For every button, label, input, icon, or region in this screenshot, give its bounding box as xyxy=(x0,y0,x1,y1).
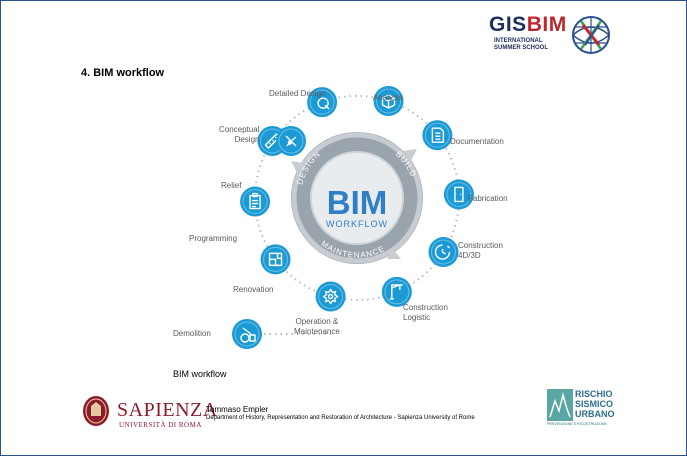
stage-node-6 xyxy=(315,281,346,312)
floorplan-icon xyxy=(268,252,283,267)
logo-brand: GISBIM xyxy=(489,13,567,37)
stage-label-renovation: Renovation xyxy=(233,285,274,294)
stage-node-2 xyxy=(422,120,453,151)
stage-label-programming: Programming xyxy=(189,234,238,243)
sapienza-seal-icon xyxy=(83,396,109,426)
stage-node-8-ring xyxy=(242,189,268,215)
cost-clock-icon xyxy=(434,244,451,260)
stage-node-demolition-ring xyxy=(234,321,260,347)
logo-line2: SUMMER SCHOOL xyxy=(494,45,548,51)
stage-node-0-ring xyxy=(309,89,335,115)
stage-label-construction-4d: Construction 4D/3D xyxy=(458,241,503,261)
stage-label-construction-logistic: Construction Logistic xyxy=(403,303,448,323)
stage-node-5 xyxy=(381,276,412,307)
crane-icon xyxy=(389,284,403,300)
author-name: Tommaso Empler xyxy=(206,405,269,414)
rischio-sismico-logo: RISCHIO SISMICO URBANO PREVENZIONE E RIC… xyxy=(547,389,615,426)
center-disk xyxy=(311,152,403,244)
stage-label-operation-line2: Maintenance xyxy=(294,327,340,336)
logo-subtitle: INTERNATIONAL SUMMER SCHOOL xyxy=(494,38,548,52)
ring-arrow-left xyxy=(291,161,304,173)
stage-node-4-ring xyxy=(431,239,457,265)
sapienza-subtitle: UNIVERSITÀ DI ROMA xyxy=(119,421,202,429)
gear-icon xyxy=(322,288,339,305)
magnifier-icon xyxy=(317,97,330,110)
center-subtitle: WORKFLOW xyxy=(326,219,388,229)
sapienza-name: SAPIENZA xyxy=(117,399,218,421)
slide-title: 4. BIM workflow xyxy=(81,67,165,79)
logo-line1: INTERNATIONAL xyxy=(494,38,543,44)
stage-label-conceptual-design-line2: Design xyxy=(234,135,260,144)
stage-label-conceptual-design-line1: Conceptual xyxy=(219,125,260,134)
stage-label-detailed-design: Detailed Design xyxy=(269,89,326,98)
department-line: Department of History, Representation an… xyxy=(206,415,475,421)
stage-node-2-ring xyxy=(424,122,450,148)
stage-node-7-ring xyxy=(263,246,289,272)
center-title: BIM xyxy=(327,184,388,221)
globe-icon xyxy=(571,16,611,54)
stage-label-relief: Relief xyxy=(221,181,242,190)
stage-label-operation-line1: Operation & xyxy=(295,317,339,326)
document-icon xyxy=(431,127,445,143)
stage-label-demolition: Demolition xyxy=(173,329,211,338)
stage-label-construction-4d-line2: 4D/3D xyxy=(458,251,481,260)
stage-label-operation: Operation & Maintenance xyxy=(294,317,340,337)
center-disk-edge xyxy=(310,151,404,245)
rischio-line4: PREVENZIONE E RICOSTRUZIONE xyxy=(547,422,608,426)
stage-node-0 xyxy=(307,87,338,118)
stage-node-3-ring xyxy=(446,181,472,207)
wrecking-ball-icon xyxy=(240,327,256,343)
stage-label-conceptual-design: Conceptual Design xyxy=(219,125,259,145)
stage-node-10-ring xyxy=(278,128,304,154)
stage-node-8 xyxy=(240,186,271,217)
rischio-line1: RISCHIO xyxy=(575,389,613,399)
gisbim-logo: GISBIM INTERNATIONAL SUMMER SCHOOL xyxy=(489,13,629,63)
ring-arrow-right xyxy=(403,149,417,161)
stage-node-3 xyxy=(443,179,474,210)
stage-label-analysis: Analysis xyxy=(373,93,403,102)
network-icon xyxy=(285,135,297,147)
ring-arrow-bottom xyxy=(387,249,401,259)
stage-node-6-ring xyxy=(318,284,344,310)
cube-icon xyxy=(381,94,396,109)
figure-caption: BIM workflow xyxy=(173,369,227,379)
stage-node-5-ring xyxy=(384,279,410,305)
stage-label-construction-logistic-line2: Logistic xyxy=(403,313,431,322)
stage-node-1-ring xyxy=(376,88,402,114)
stage-nodes xyxy=(232,85,474,349)
stage-label-fabrication: Fabrication xyxy=(468,194,508,203)
logo-brand-bim: BIM xyxy=(526,13,567,36)
stage-label-construction-4d-line1: Construction xyxy=(458,241,503,250)
stage-label-documentation: Documentation xyxy=(450,137,504,146)
rischio-line2: SISMICO xyxy=(575,399,613,409)
stage-label-construction-logistic-line1: Construction xyxy=(403,303,448,312)
door-icon xyxy=(454,186,464,203)
logo-brand-gis: GIS xyxy=(489,13,527,36)
rischio-line3: URBANO xyxy=(575,409,615,419)
clipboard-icon xyxy=(249,192,261,210)
ring-highlight xyxy=(291,132,423,264)
